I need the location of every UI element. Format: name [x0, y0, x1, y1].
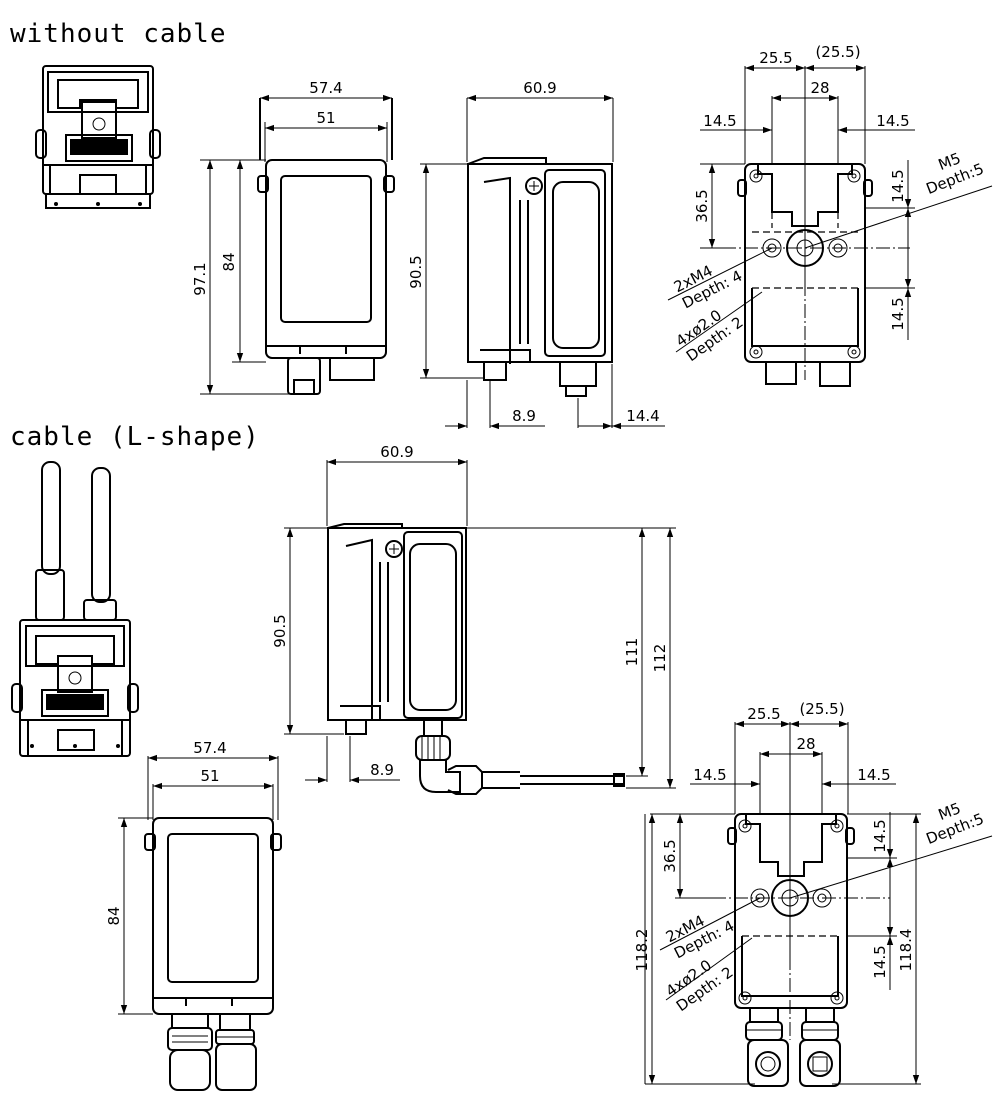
dim-118-2: 118.2 [633, 929, 651, 972]
mount-view-with-cable: 25.5 (25.5) 28 14.5 14.5 [633, 700, 993, 1087]
dim-25-5: 25.5 [759, 49, 792, 67]
dim-90-5: 90.5 [407, 255, 425, 288]
dim-14-5-left: 14.5 [703, 112, 736, 130]
dim-8-9-b: 8.9 [370, 761, 394, 779]
dim-84-b: 84 [105, 906, 123, 925]
dim-111: 111 [623, 638, 641, 667]
dim-14-5-upper: 14.5 [889, 169, 907, 202]
dim-84: 84 [220, 252, 238, 271]
dim-8-9-a: 8.9 [512, 407, 536, 425]
dim-51: 51 [316, 109, 335, 127]
dim-14-5-upper-b: 14.5 [871, 819, 889, 852]
dim-25-5-ref: (25.5) [815, 43, 860, 61]
dim-14-4: 14.4 [626, 407, 659, 425]
dim-14-5-lower-b: 14.5 [871, 945, 889, 978]
dim-36-5-b: 36.5 [661, 839, 679, 872]
rear-view-no-cable [35, 65, 161, 209]
dim-14-5-right-b: 14.5 [857, 766, 890, 784]
dim-28: 28 [810, 79, 829, 97]
dim-90-5-b: 90.5 [271, 614, 289, 647]
dim-25-5-ref-b: (25.5) [799, 700, 844, 718]
front-view-no-cable: 57.4 51 97.1 84 [191, 79, 395, 395]
heading-without-cable: without cable [10, 19, 227, 49]
side-view-with-cable: 60.9 90.5 8.9 111 112 [271, 443, 676, 795]
dim-28-b: 28 [796, 735, 815, 753]
dim-118-4: 118.4 [897, 929, 915, 972]
dim-60-9: 60.9 [523, 79, 556, 97]
front-view-with-cable: 57.4 51 84 [105, 739, 282, 1091]
rear-view-with-cable [11, 461, 139, 757]
dim-57-4-b: 57.4 [193, 739, 226, 757]
dim-14-5-right: 14.5 [876, 112, 909, 130]
dim-112: 112 [651, 644, 669, 673]
dim-14-5-lower: 14.5 [889, 297, 907, 330]
mount-view-no-cable: 25.5 (25.5) 28 14.5 14.5 36.5 1 [667, 43, 993, 387]
dim-14-5-left-b: 14.5 [693, 766, 726, 784]
dim-97-1: 97.1 [191, 262, 209, 295]
dim-51-b: 51 [200, 767, 219, 785]
dim-60-9-b: 60.9 [380, 443, 413, 461]
dim-57-4: 57.4 [309, 79, 342, 97]
dim-25-5-b: 25.5 [747, 705, 780, 723]
side-view-no-cable: 60.9 90.5 8.9 14.4 [407, 79, 665, 430]
heading-cable-l-shape: cable (L-shape) [10, 422, 260, 452]
dim-36-5: 36.5 [693, 189, 711, 222]
